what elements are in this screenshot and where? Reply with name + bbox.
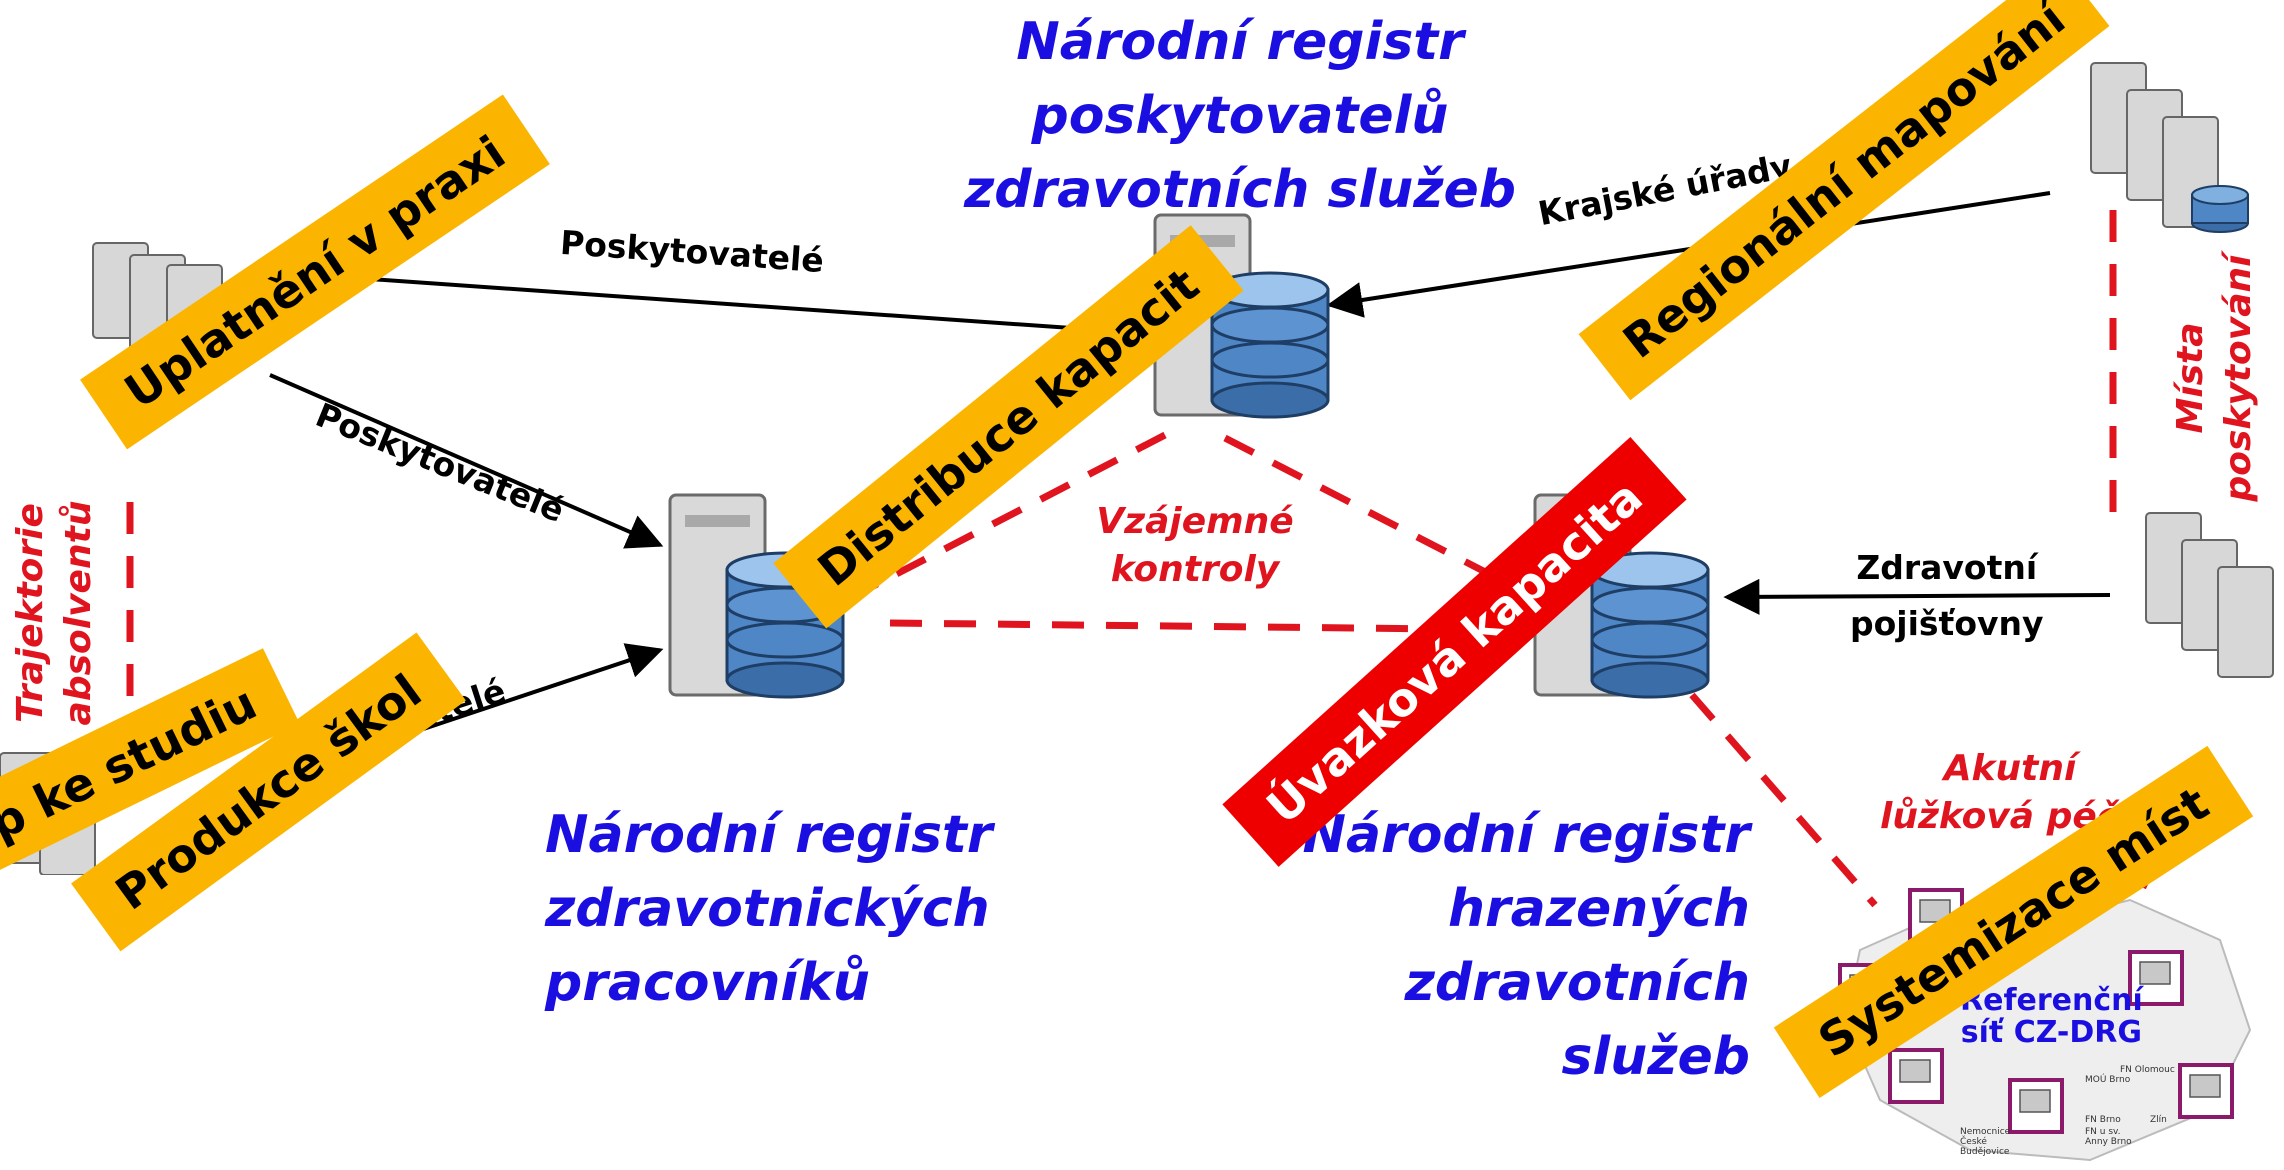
title-line: Národní registr [545,805,993,865]
providers-registry-title: Národní registr poskytovatelů zdravotníc… [830,5,1650,227]
paid-services-registry-title: Národní registr hrazených zdravotních sl… [1100,798,1750,1094]
edge-label-line: Zdravotní [1856,548,2038,587]
edge-top-left-to-providers [269,270,1101,332]
relation-label-mista-poskytovani: Místa poskytování [2167,248,2263,508]
relation-label-vzajemne-kontroly: Vzájemné kontroly [1085,498,1305,594]
title-line: zdravotnických [545,879,990,939]
map-title-line: síť CZ-DRG [1960,1015,2143,1050]
title-line: zdravotních služeb [963,160,1517,220]
dash-providers-to-workers [848,431,1167,602]
relation-label-line: Vzájemné [1096,501,1294,542]
title-line: pracovníků [545,953,870,1013]
relation-label-line: Trajektorie [10,503,51,723]
edge-label-line: pojišťovny [1850,604,2044,643]
title-line: Národní registr [1302,805,1750,865]
map-title-line: Referenční [1960,983,2143,1018]
relation-label-line: absolventů [58,500,99,726]
relation-label-line: poskytování [2218,254,2259,502]
edge-label-zdravotni-pojistovny: Zdravotní pojišťovny [1850,540,2044,652]
relation-label-line: Místa [2170,322,2211,434]
relation-label-line: kontroly [1110,549,1280,590]
map-place: Zlín [2150,1115,2167,1125]
title-line: služeb [1561,1027,1750,1087]
server-icon [2145,512,2274,678]
map-place: FN u sv. Anny Brno [2085,1127,2132,1147]
workers-registry-title: Národní registr zdravotnických pracovník… [545,798,1045,1020]
dash-paid-to-map [1689,692,1878,908]
relation-label-trajektorie: Trajektorie absolventů [7,493,103,733]
dash-providers-to-paid [1223,434,1532,599]
map-place: FN Brno [2085,1115,2121,1125]
edge-top-left-to-workers [269,373,664,549]
map-place: Nemocnice České Budějovice [1960,1127,2011,1157]
map-place: MOÚ Brno [2085,1075,2131,1085]
map-title: Referenční síť CZ-DRG [1960,985,2143,1049]
edge-insurers-to-paid [1723,578,2111,615]
map-place: FN Olomouc [2120,1065,2175,1075]
relation-label-line: Akutní [1943,748,2077,789]
server-icon [2090,62,2249,233]
title-line: hrazených zdravotních [1404,879,1750,1013]
title-line: Národní registr poskytovatelů [1016,12,1464,146]
